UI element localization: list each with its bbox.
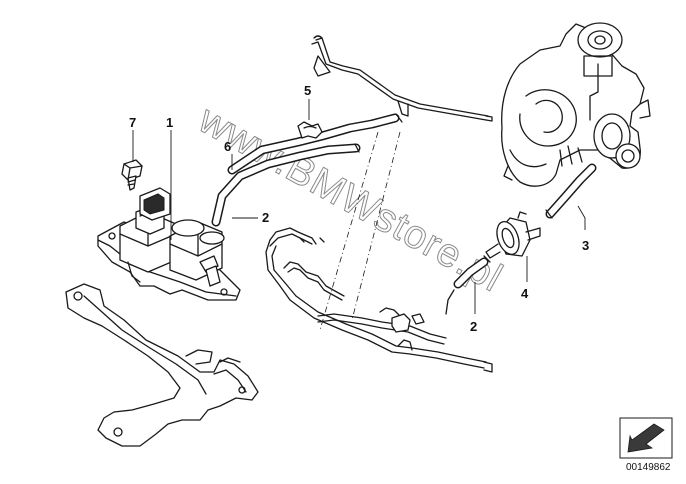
vacuum-hose-3[interactable] (545, 163, 597, 219)
mounting-bracket[interactable] (65, 283, 259, 447)
orientation-box: 00149862 (619, 417, 673, 473)
lower-pipe-assembly[interactable] (265, 227, 493, 373)
reference-lines (319, 131, 401, 331)
pressure-converter-1[interactable] (97, 187, 241, 301)
callout-5: 5 (304, 83, 311, 98)
vacuum-hose-2-lower[interactable] (445, 255, 491, 315)
arrow-icon (627, 423, 665, 453)
callout-3: 3 (582, 238, 589, 253)
hose-clip-5[interactable] (297, 121, 323, 139)
callout-2-lower: 2 (470, 319, 477, 334)
turbocharger[interactable] (501, 22, 651, 187)
screw-7[interactable] (121, 159, 143, 191)
callout-1: 1 (166, 115, 173, 130)
upper-pipe-bracket[interactable] (311, 35, 493, 122)
callout-4: 4 (521, 286, 529, 301)
leader-lines (132, 99, 586, 314)
vacuum-reservoir-4[interactable] (485, 211, 541, 259)
callout-7: 7 (129, 115, 136, 130)
callout-6: 6 (224, 139, 231, 154)
callout-2-upper: 2 (262, 210, 269, 225)
vacuum-hose-6[interactable] (211, 113, 403, 227)
doc-number: 00149862 (626, 462, 671, 473)
